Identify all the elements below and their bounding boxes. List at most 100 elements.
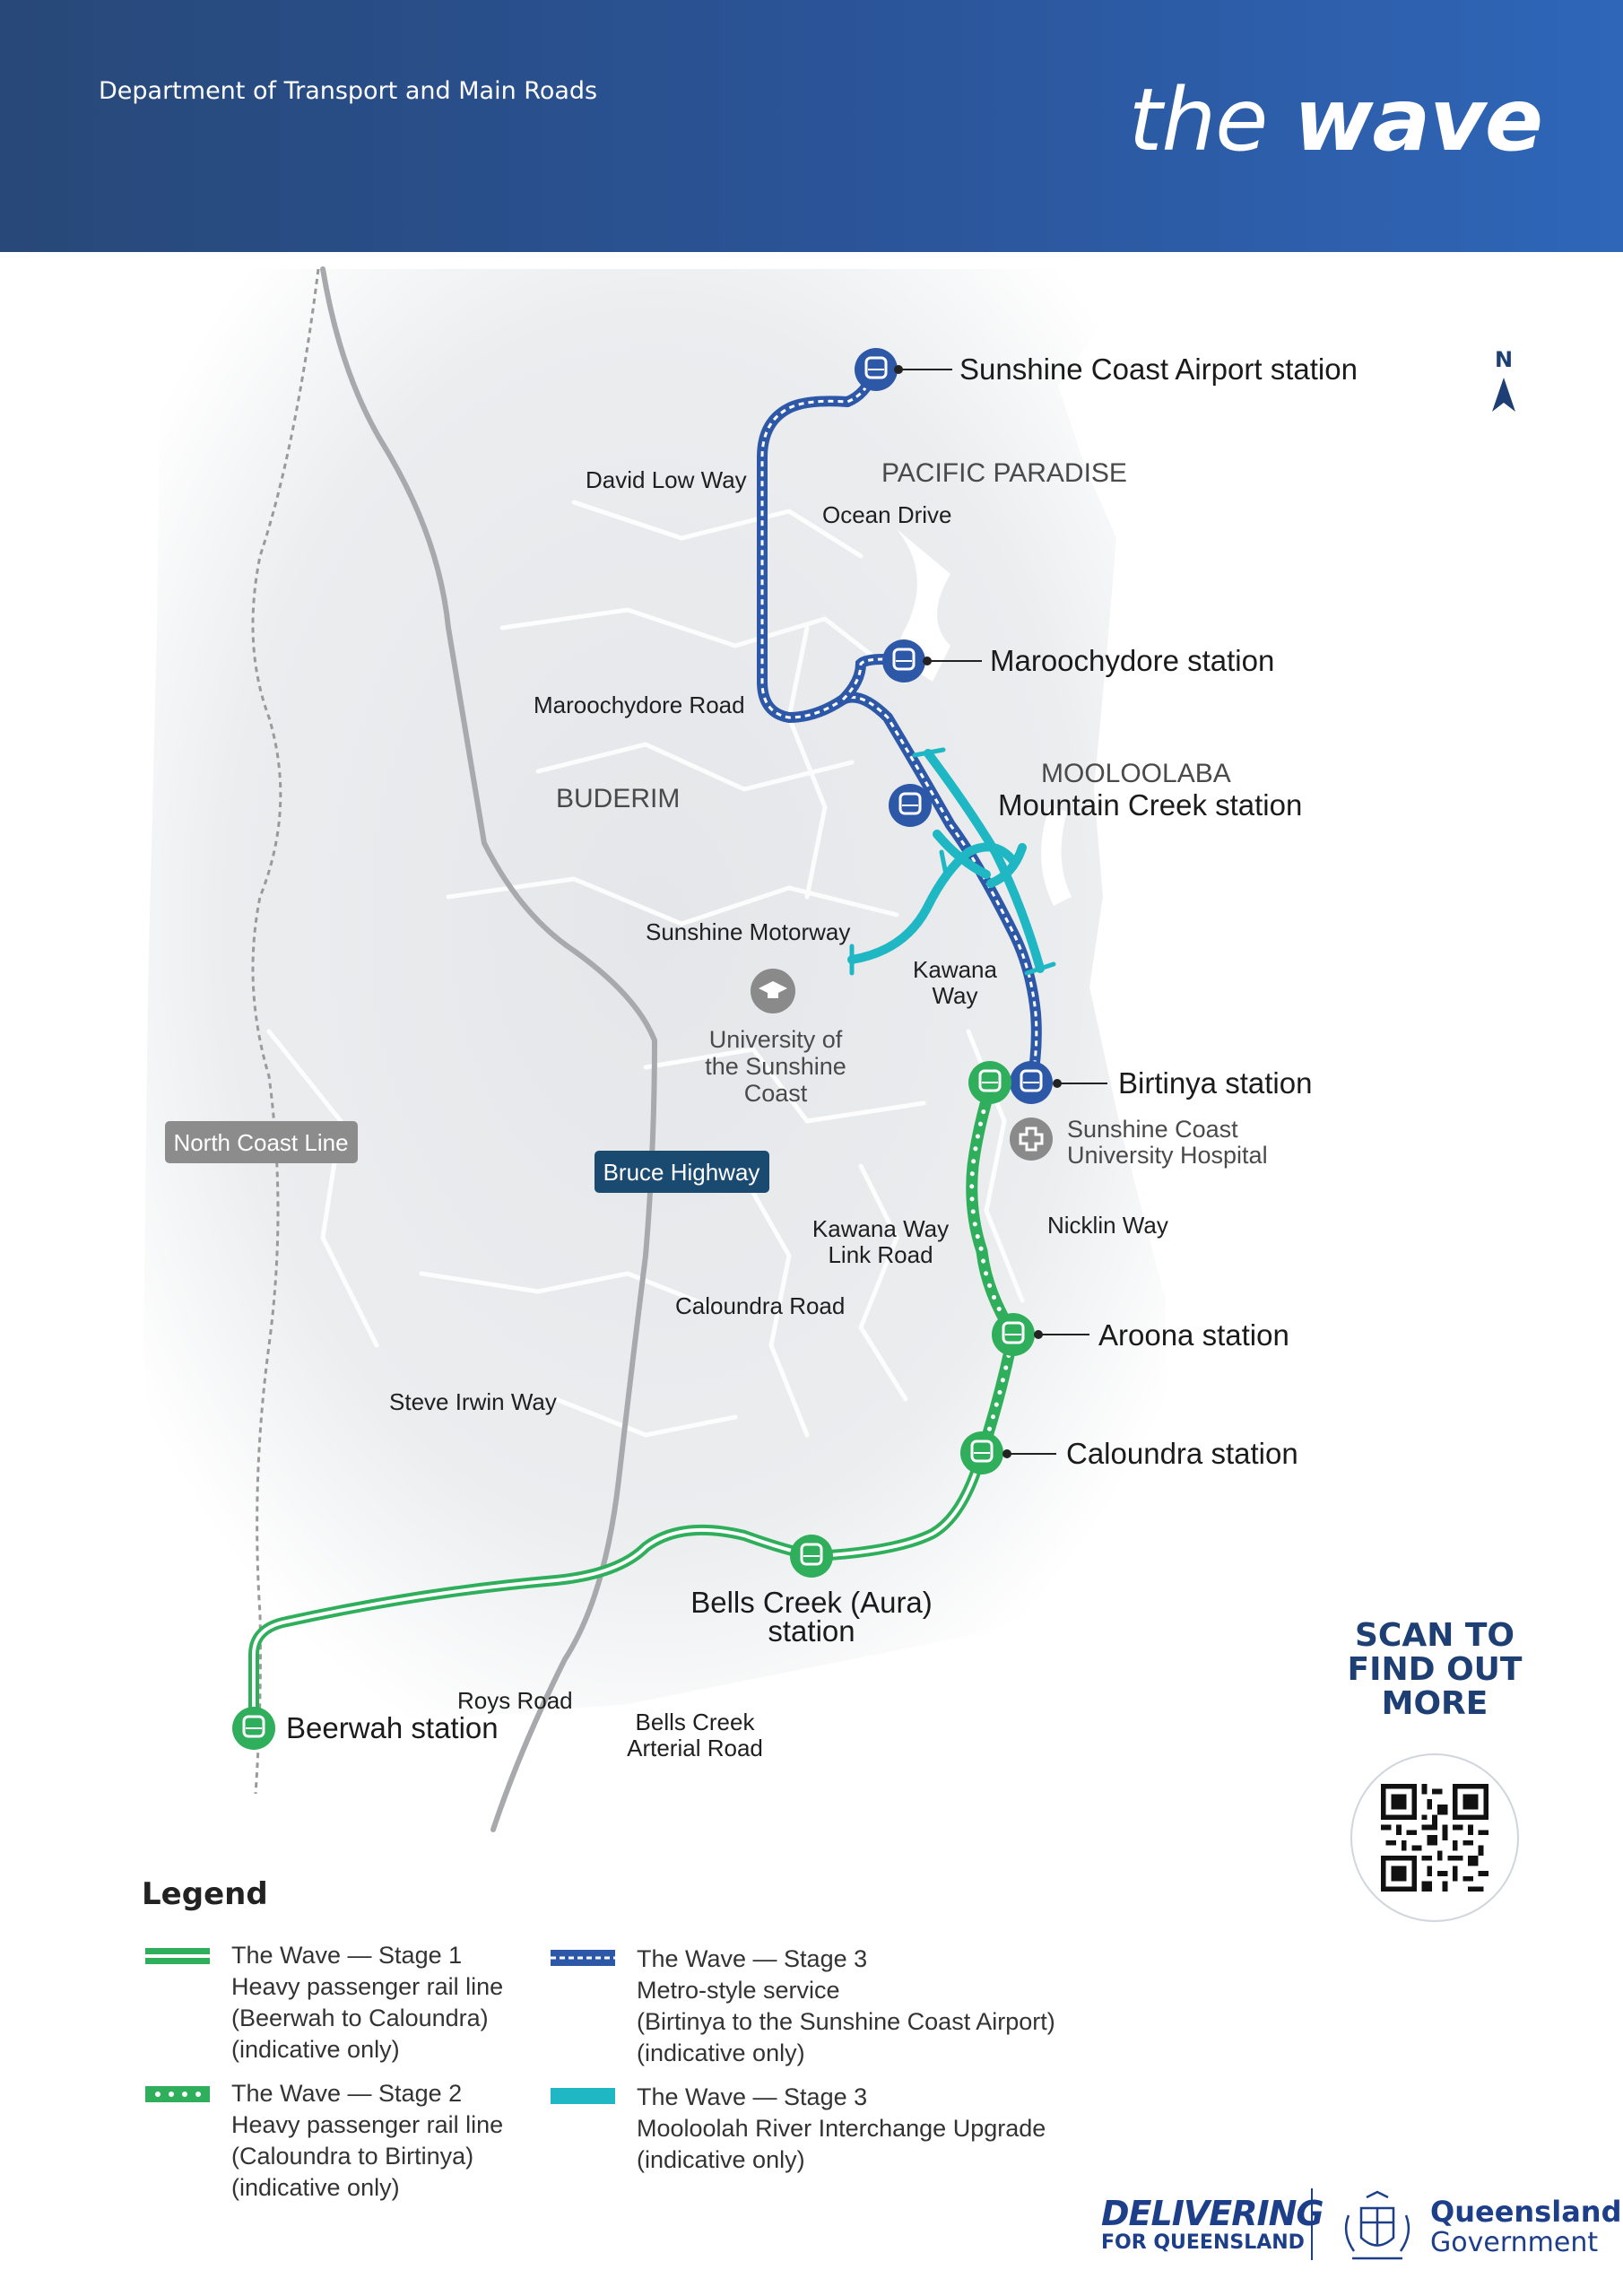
label-ocean-drive: Ocean Drive (822, 501, 952, 528)
legend-swatch-stage3-interchange (551, 2088, 615, 2104)
label-nicklin-way: Nicklin Way (1047, 1212, 1168, 1239)
legend-metro-line2: Metro-style service (637, 1977, 840, 2004)
scan-callout: SCAN TO FIND OUT MORE (1327, 1619, 1542, 1721)
label-hospital-2: University Hospital (1067, 1142, 1268, 1169)
label-university-2: the Sunshine (705, 1053, 846, 1080)
road-network (266, 500, 1025, 1438)
legend-metro-line1: The Wave — Stage 3 (637, 1945, 868, 1972)
station-marker-maroochydore[interactable] (882, 639, 982, 683)
bruce-highway-road (320, 266, 658, 1832)
delivering-line2: FOR QUEENSLAND (1101, 2231, 1305, 2254)
legend-metro-line3: (Birtinya to the Sunshine Coast Airport) (637, 2008, 1055, 2035)
label-university-3: Coast (744, 1080, 808, 1107)
label-bells-arterial-2: Arterial Road (627, 1735, 763, 1761)
the-wave-logo: the wave (1129, 70, 1543, 170)
station-marker-birtinya-rail[interactable] (968, 1061, 1011, 1104)
label-steve-irwin-way: Steve Irwin Way (389, 1388, 557, 1415)
badge-north-coast-line: North Coast Line (165, 1121, 358, 1163)
legend-stage2-line1: The Wave — Stage 2 (231, 2080, 463, 2107)
label-airport-station: Sunshine Coast Airport station (959, 352, 1358, 386)
station-marker-mountain-creek[interactable] (889, 784, 932, 827)
legend-text-stage1: The Wave — Stage 1 Heavy passenger rail … (231, 1940, 503, 2066)
queensland-government-logo: Queensland Government (1430, 2196, 1621, 2258)
queensland-crest-icon (1344, 2190, 1410, 2260)
stage3-metro-line-dash (760, 371, 1038, 1086)
station-marker-aroona[interactable] (992, 1313, 1089, 1356)
station-marker-birtinya-metro[interactable] (1010, 1061, 1107, 1104)
label-caloundra-road: Caloundra Road (675, 1292, 845, 1319)
label-beerwah-station: Beerwah station (286, 1711, 499, 1744)
legend-swatch-stage2 (145, 2086, 210, 2102)
label-maroochydore-station: Maroochydore station (990, 644, 1274, 677)
legend-stage1-line1: The Wave — Stage 1 (231, 1942, 463, 1969)
label-buderim: BUDERIM (556, 784, 680, 813)
label-pacific-paradise: PACIFIC PARADISE (881, 458, 1127, 488)
legend-swatch-stage1 (145, 1948, 210, 1964)
legend-stage1-line3: (Beerwah to Caloundra) (231, 2005, 489, 2031)
label-mooloolaba: MOOLOOLABA (1041, 759, 1231, 788)
legend-interchange-line2: Mooloolah River Interchange Upgrade (637, 2115, 1046, 2142)
legend-interchange-line3: (indicative only) (637, 2146, 805, 2173)
qgov-line2: Government (1430, 2227, 1599, 2258)
route-map: Sunshine Coast Airport station Maroochyd… (143, 266, 1358, 1832)
label-kawana-link-1: Kawana Way (812, 1215, 949, 1242)
label-roys-road: Roys Road (457, 1687, 573, 1714)
university-icon (751, 969, 795, 1013)
label-university-1: University of (709, 1026, 843, 1053)
legend-stage2-line4: (indicative only) (231, 2174, 400, 2201)
delivering-for-queensland-logo: DELIVERING FOR QUEENSLAND (1101, 2196, 1324, 2255)
qr-code-frame[interactable] (1350, 1753, 1519, 1922)
legend-text-stage2: The Wave — Stage 2 Heavy passenger rail … (231, 2078, 503, 2204)
stage1-rail-inner (252, 1451, 984, 1730)
compass-label: N (1495, 347, 1513, 372)
legend-interchange-line1: The Wave — Stage 3 (637, 2083, 868, 2110)
north-arrow-icon: N (1492, 347, 1515, 412)
label-caloundra-station: Caloundra station (1066, 1437, 1298, 1470)
brand-wave: wave (1293, 70, 1543, 170)
badge-bruce-highway: Bruce Highway (595, 1151, 769, 1193)
label-aroona-station: Aroona station (1098, 1318, 1289, 1352)
qr-code-icon[interactable] (1381, 1784, 1488, 1892)
legend-title: Legend (142, 1876, 268, 1912)
hospital-icon (1010, 1118, 1053, 1161)
scan-line3: MORE (1381, 1685, 1488, 1722)
scan-line2: FIND OUT (1347, 1651, 1523, 1688)
station-marker-bells-creek[interactable] (790, 1535, 833, 1578)
legend-metro-line4: (indicative only) (637, 2039, 805, 2066)
label-david-low-way: David Low Way (586, 466, 747, 493)
qgov-line1: Queensland (1430, 2195, 1622, 2229)
legend-stage1-line4: (indicative only) (231, 2036, 400, 2063)
department-name: Department of Transport and Main Roads (99, 77, 598, 105)
station-marker-caloundra[interactable] (960, 1431, 1056, 1474)
delivering-line1: DELIVERING (1101, 2194, 1324, 2233)
footer-divider (1311, 2188, 1313, 2260)
stage2-rail-dots (969, 1083, 1016, 1456)
label-bells-arterial-1: Bells Creek (636, 1709, 756, 1735)
label-maroochydore-road: Maroochydore Road (534, 691, 745, 718)
label-kawana-link-2: Link Road (828, 1241, 933, 1268)
station-marker-airport[interactable] (855, 348, 952, 391)
legend-stage1-line2: Heavy passenger rail line (231, 1973, 504, 2000)
label-sunshine-motorway: Sunshine Motorway (646, 918, 850, 945)
interchange-upgrade (847, 749, 1045, 973)
badge-north-coast-line-text: North Coast Line (173, 1129, 348, 1156)
label-bells-creek-station: Bells Creek (Aura) (690, 1586, 933, 1619)
label-hospital-1: Sunshine Coast (1067, 1116, 1238, 1143)
legend-text-stage3-interchange: The Wave — Stage 3 Mooloolah River Inter… (637, 2082, 1046, 2176)
stage3-metro-branch-dash (841, 657, 884, 701)
label-mountain-creek-station: Mountain Creek station (998, 788, 1302, 822)
badge-bruce-highway-text: Bruce Highway (603, 1159, 760, 1186)
header-banner: Department of Transport and Main Roads t… (0, 0, 1623, 252)
legend-stage2-line3: (Caloundra to Birtinya) (231, 2143, 474, 2170)
interchange-ticks (849, 747, 1056, 976)
legend-stage2-line2: Heavy passenger rail line (231, 2111, 504, 2138)
label-birtinya-station: Birtinya station (1118, 1066, 1312, 1100)
scan-line1: SCAN TO (1354, 1617, 1515, 1654)
station-marker-beerwah[interactable] (232, 1707, 275, 1750)
label-kawana-way-2: Way (932, 982, 977, 1009)
legend-swatch-stage3-metro (551, 1950, 615, 1966)
river-inlet (1041, 807, 1072, 906)
label-bells-creek-station-2: station (768, 1614, 855, 1648)
label-kawana-way-1: Kawana (913, 956, 997, 983)
legend-text-stage3-metro: The Wave — Stage 3 Metro-style service (… (637, 1944, 1055, 2069)
